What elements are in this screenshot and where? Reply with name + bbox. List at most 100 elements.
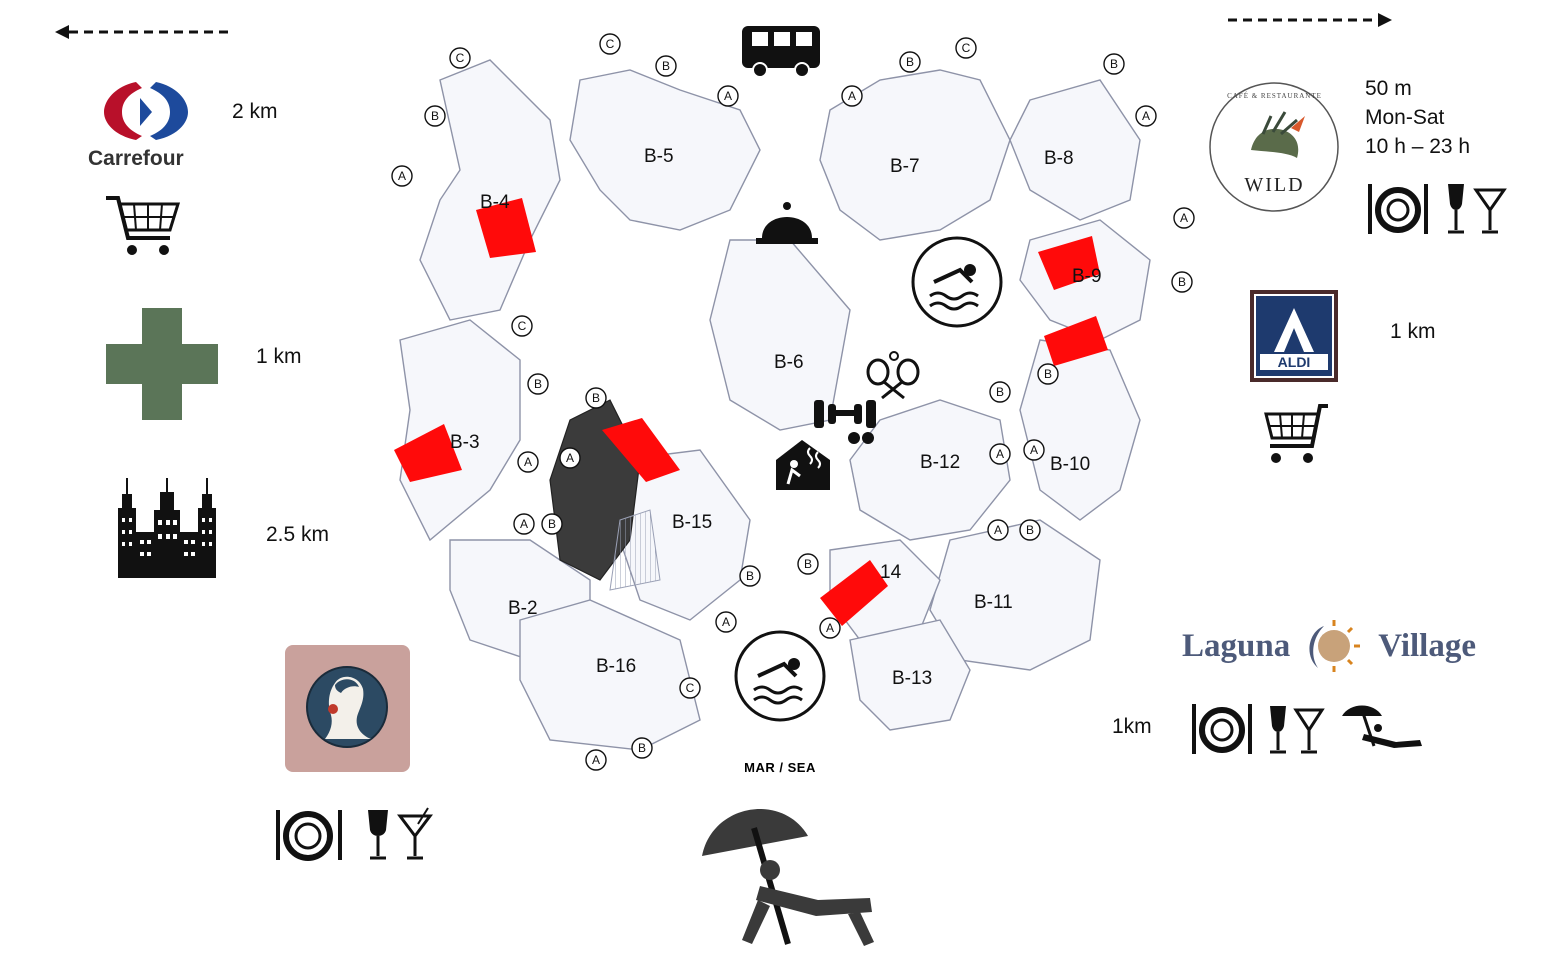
entrance-marker: B xyxy=(1103,53,1125,75)
cocktail-icon xyxy=(1293,708,1325,754)
redaction-marks xyxy=(394,198,1108,626)
wine-glass-icon xyxy=(368,810,388,860)
svg-text:A: A xyxy=(826,621,834,635)
entrance-marker: A xyxy=(715,611,737,633)
sun-moon-icon xyxy=(1309,620,1361,672)
tennis-icon xyxy=(866,351,920,400)
svg-text:B: B xyxy=(1044,367,1052,381)
carrefour-logo-icon xyxy=(104,82,188,140)
svg-text:B: B xyxy=(996,385,1004,399)
svg-text:A: A xyxy=(722,615,730,629)
entrance-marker: B xyxy=(424,105,446,127)
svg-text:A: A xyxy=(996,447,1004,461)
restaurant-logo xyxy=(285,645,410,772)
label-b7: B-7 xyxy=(890,156,920,177)
lady-portrait-icon xyxy=(306,666,388,748)
building-labels: B-4 B-5 B-7 B-8 B-6 B-9 B-3 B-12 B-10 B-… xyxy=(450,146,1102,689)
svg-text:B: B xyxy=(638,741,646,755)
sauna-icon xyxy=(776,440,830,490)
building-wings xyxy=(399,59,1151,751)
city-distance: 2.5 km xyxy=(266,523,330,546)
entrance-marker: B xyxy=(527,373,549,395)
svg-text:C: C xyxy=(606,37,615,51)
entrance-marker: A xyxy=(391,165,413,187)
shopping-cart-icon xyxy=(106,196,181,255)
entrance-marker: A xyxy=(717,85,739,107)
label-b12: B-12 xyxy=(920,452,960,473)
entrance-marker: A xyxy=(989,443,1011,465)
svg-text:A: A xyxy=(1180,211,1188,225)
plate-cutlery-icon xyxy=(276,810,342,861)
city-skyline-icon xyxy=(118,478,216,578)
right-arrow-icon xyxy=(1228,13,1392,27)
plate-cutlery-icon xyxy=(1368,184,1428,234)
svg-text:C: C xyxy=(686,681,695,695)
entrance-marker: B xyxy=(739,565,761,587)
entrance-marker: B xyxy=(1037,363,1059,385)
entrance-marker: C xyxy=(511,315,533,337)
entrance-marker: A xyxy=(559,447,581,469)
resort-site-plan: B-4 B-5 B-7 B-8 B-6 B-9 B-3 B-12 B-10 B-… xyxy=(391,26,1195,775)
reception-bell-icon xyxy=(756,202,818,244)
entrance-marker: B xyxy=(1019,519,1041,541)
svg-text:C: C xyxy=(456,51,465,65)
gym-icon xyxy=(814,400,876,444)
laguna-village-logo: Laguna Village xyxy=(1182,616,1476,676)
svg-text:B: B xyxy=(548,517,556,531)
label-b16: B-16 xyxy=(596,656,636,677)
label-b10: B-10 xyxy=(1050,454,1090,475)
entrance-marker: A xyxy=(841,85,863,107)
entrance-marker: A xyxy=(819,617,841,639)
sea-label: MAR / SEA xyxy=(744,760,816,775)
entrance-marker: A xyxy=(1173,207,1195,229)
entrance-marker: C xyxy=(449,47,471,69)
svg-text:A: A xyxy=(1030,443,1038,457)
beach-lounger-icon xyxy=(1342,705,1422,748)
pharmacy-cross-icon xyxy=(106,308,218,420)
wild-hours: 10 h – 23 h xyxy=(1365,135,1471,158)
svg-text:B: B xyxy=(534,377,542,391)
svg-text:A: A xyxy=(398,169,406,183)
aldi-logo: ALDI xyxy=(1250,290,1338,382)
entrance-marker: B xyxy=(1171,271,1193,293)
beach-lounger-icon xyxy=(702,809,874,946)
aldi-name: ALDI xyxy=(1277,354,1311,370)
wild-logo: CAFÉ & RESTAURANTE WILD xyxy=(1207,80,1342,215)
wild-amenities xyxy=(1364,176,1509,243)
cocktail-icon xyxy=(1473,188,1507,234)
entrance-marker: A xyxy=(585,749,607,771)
label-b5: B-5 xyxy=(644,146,674,167)
parking-van-icon xyxy=(742,26,820,78)
svg-text:A: A xyxy=(592,753,600,767)
svg-text:B: B xyxy=(1178,275,1186,289)
svg-text:B: B xyxy=(746,569,754,583)
svg-text:A: A xyxy=(994,523,1002,537)
label-b13: B-13 xyxy=(892,668,932,689)
label-b15: B-15 xyxy=(672,512,712,533)
svg-text:A: A xyxy=(724,89,732,103)
svg-text:B: B xyxy=(906,55,914,69)
svg-text:A: A xyxy=(520,517,528,531)
restaurant-amenities xyxy=(272,802,437,869)
label-b8: B-8 xyxy=(1044,148,1074,169)
label-b4: B-4 xyxy=(480,192,510,213)
pool-icon xyxy=(911,236,1003,328)
carrefour-poi: Carrefour xyxy=(88,78,208,170)
laguna-name-left: Laguna xyxy=(1182,627,1291,664)
wild-tagline: CAFÉ & RESTAURANTE xyxy=(1227,92,1322,100)
entrance-marker: B xyxy=(655,55,677,77)
wild-info: 50 m Mon-Sat 10 h – 23 h xyxy=(1365,74,1470,161)
label-b2: B-2 xyxy=(508,598,538,619)
entrance-marker: A xyxy=(987,519,1009,541)
svg-text:B: B xyxy=(1110,57,1118,71)
svg-text:C: C xyxy=(518,319,527,333)
label-b9: B-9 xyxy=(1072,266,1102,287)
entrance-marker: A xyxy=(513,513,535,535)
pharmacy-distance: 1 km xyxy=(256,345,302,368)
wild-name: WILD xyxy=(1244,174,1305,196)
entrance-marker: B xyxy=(797,553,819,575)
amenity-icons-left xyxy=(276,807,433,861)
entrance-marker: C xyxy=(955,37,977,59)
entrance-marker: A xyxy=(517,451,539,473)
entrance-marker: B xyxy=(631,737,653,759)
